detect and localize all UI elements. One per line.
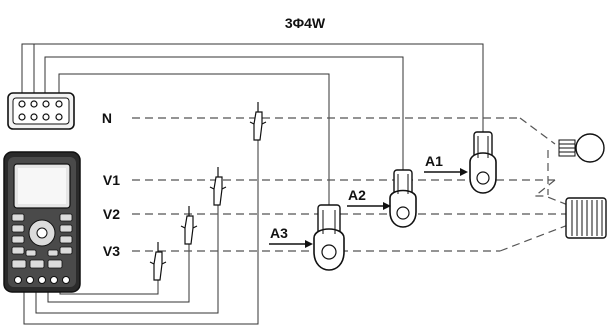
arrow-a2 [347,202,391,210]
power-meter-device [4,152,80,292]
connector-block [8,93,74,129]
arrow-a3 [269,240,313,248]
label-a1: A1 [425,153,443,169]
lamp-icon [559,134,604,162]
clip-v3 [150,242,166,280]
clamp-a3 [314,205,344,270]
label-v1: V1 [103,172,120,188]
arrow-a1 [424,168,468,176]
label-a3: A3 [270,225,288,241]
label-v3: V3 [103,243,120,259]
wire-a3 [59,74,329,205]
clip-v2 [181,206,197,244]
power-lines [132,118,568,251]
voltage-clips [150,102,266,280]
motor-icon [566,198,606,238]
label-v2: V2 [103,206,120,222]
label-a2: A2 [348,187,366,203]
wire-top-extra [22,44,34,93]
clip-v1 [210,167,226,205]
clamp-signal-wires [22,44,483,205]
current-clamps [314,132,496,270]
diagram-title: 3Φ4W [285,15,326,31]
label-n: N [102,110,112,126]
clamp-a2 [390,170,416,227]
clip-n [250,102,266,140]
clamp-a1 [470,132,496,193]
